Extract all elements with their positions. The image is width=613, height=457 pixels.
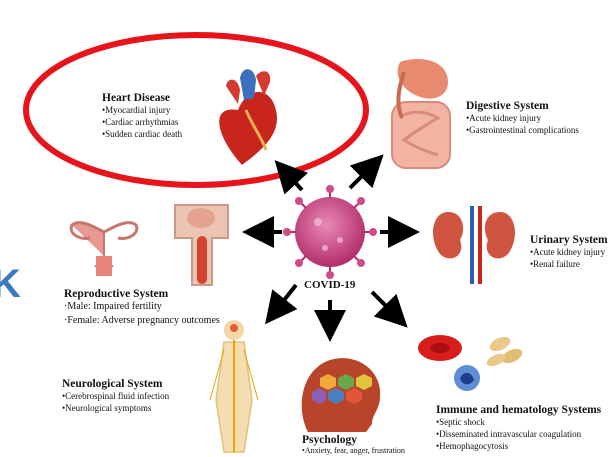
neurological-title: Neurological System <box>62 378 169 390</box>
heart-item: •Sudden cardiac death <box>102 128 182 140</box>
nervous-system-icon <box>210 320 258 452</box>
heart-disease-title: Heart Disease <box>102 92 182 104</box>
heart-item: •Myocardial injury <box>102 104 182 116</box>
heart-item: •Cardiac arrhythmias <box>102 116 182 128</box>
kidney-icon <box>433 206 515 284</box>
psychology-title: Psychology <box>302 434 405 446</box>
digestive-item: •Gastrointestinal complications <box>466 124 579 136</box>
highlight-ring <box>26 35 366 185</box>
heart-icon <box>219 69 277 165</box>
psychology-block: Psychology •Anxiety, fear, anger, frustr… <box>302 434 405 456</box>
heart-disease-block: Heart Disease •Myocardial injury •Cardia… <box>102 92 182 140</box>
immune-item: •Septic shock <box>436 416 601 428</box>
reproductive-item: ·Female: Adverse pregnancy outcomes <box>64 314 220 328</box>
digestive-block: Digestive System •Acute kidney injury •G… <box>466 100 579 136</box>
urinary-block: Urinary System •Acute kidney injury •Ren… <box>530 234 608 270</box>
immune-block: Immune and hematology Systems •Septic sh… <box>436 404 601 452</box>
brain-head-icon <box>302 358 380 432</box>
psychology-item: •Anxiety, fear, anger, frustration <box>302 446 405 456</box>
male-reproductive-icon <box>175 205 228 285</box>
uterus-icon <box>71 223 137 276</box>
center-label: COVID-19 <box>304 279 355 291</box>
reproductive-title: Reproductive System <box>64 288 220 300</box>
digestive-item: •Acute kidney injury <box>466 112 579 124</box>
digestive-title: Digestive System <box>466 100 579 112</box>
virus-icon <box>283 185 377 279</box>
urinary-title: Urinary System <box>530 234 608 246</box>
immune-title: Immune and hematology Systems <box>436 404 601 416</box>
urinary-item: •Acute kidney injury <box>530 246 608 258</box>
immune-item: •Hemophagocytosis <box>436 440 601 452</box>
neurological-item: •Neurological symptoms <box>62 402 169 414</box>
reproductive-item: ·Male: Impaired fertility <box>64 300 220 314</box>
immune-item: •Disseminated intravascular coagulation <box>436 428 601 440</box>
reproductive-block: Reproductive System ·Male: Impaired fert… <box>64 288 220 328</box>
urinary-item: •Renal failure <box>530 258 608 270</box>
partial-edge-letter: K <box>0 262 21 307</box>
digestive-icon <box>392 59 450 168</box>
neurological-item: •Cerebrospinal fluid infection <box>62 390 169 402</box>
blood-cells-icon <box>418 334 525 391</box>
neurological-block: Neurological System •Cerebrospinal fluid… <box>62 378 169 414</box>
